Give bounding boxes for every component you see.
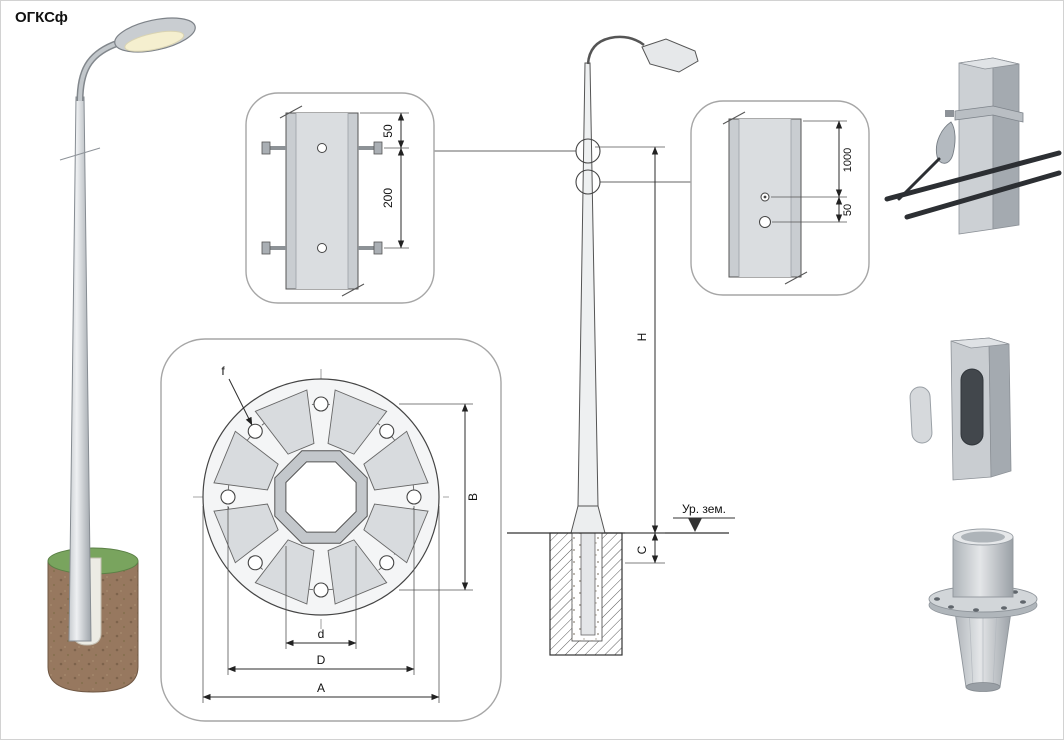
pole-section-top-detail [279, 105, 365, 297]
ground-terminal-holes [759, 192, 771, 228]
dim-B-label: B [466, 493, 480, 501]
anchor-cylinder [952, 536, 1014, 598]
detail-callout-right: 1000 50 [690, 100, 870, 296]
detail-marker-circle-lower [575, 169, 601, 195]
page-title: ОГКСф [15, 9, 68, 26]
lamp-head-elevation [641, 38, 699, 73]
dim-C: C [625, 532, 665, 564]
cable-clamp-render [884, 57, 1062, 235]
dim-D-label: D [317, 653, 326, 667]
detail-top-dimensions: 50 200 [360, 112, 409, 249]
detail-callout-top: 50 200 [245, 92, 435, 304]
bolt-row-upper [261, 141, 383, 155]
flange-bolt-holes [220, 396, 422, 598]
lamp-head-render [114, 17, 196, 53]
pole-elevation: Ур. зем. H C [507, 35, 735, 656]
bolt-hole [406, 489, 422, 505]
hatch-opening [960, 368, 984, 446]
flange-dimensions: f B d D A [202, 364, 480, 703]
foundation-render [47, 547, 139, 693]
hatch-door [909, 386, 933, 444]
pole-shaft-render [68, 96, 92, 642]
dim-C-label: C [635, 545, 649, 554]
octagon-hole [274, 450, 368, 544]
dim-H: H [595, 146, 665, 534]
dim-50-label: 50 [381, 124, 395, 138]
access-hatch-render [909, 337, 1012, 481]
lamp-arm-elevation [586, 35, 645, 65]
band-clamp [954, 105, 1024, 123]
dim-f-label: f [221, 364, 225, 378]
dim-H-label: H [635, 333, 649, 342]
flange-sectors [198, 374, 444, 620]
ground-level-mark: Ур. зем. [673, 502, 735, 532]
dim-1000-label: 1000 [842, 148, 854, 172]
cables [884, 150, 1062, 220]
dim-50-right-label: 50 [842, 204, 854, 216]
embedded-pole [580, 532, 596, 636]
detail-marker-circle-upper [575, 138, 601, 164]
wedge-clamp [935, 121, 956, 164]
dim-d-label: d [318, 627, 325, 641]
pole-shaft-elevation [577, 62, 599, 507]
bolt-row-lower [261, 241, 383, 255]
dim-200-label: 200 [381, 188, 395, 208]
ground-level-label: Ур. зем. [682, 502, 726, 516]
flange-detail-callout: f B d D A [160, 338, 502, 722]
dim-A-label: A [317, 681, 325, 695]
detail-right-dimensions: 1000 50 [771, 120, 854, 223]
foundation-section [549, 532, 623, 656]
pole-base-flare [570, 505, 606, 534]
flange-3d-render [928, 528, 1038, 692]
pole-photo-render [47, 17, 196, 693]
